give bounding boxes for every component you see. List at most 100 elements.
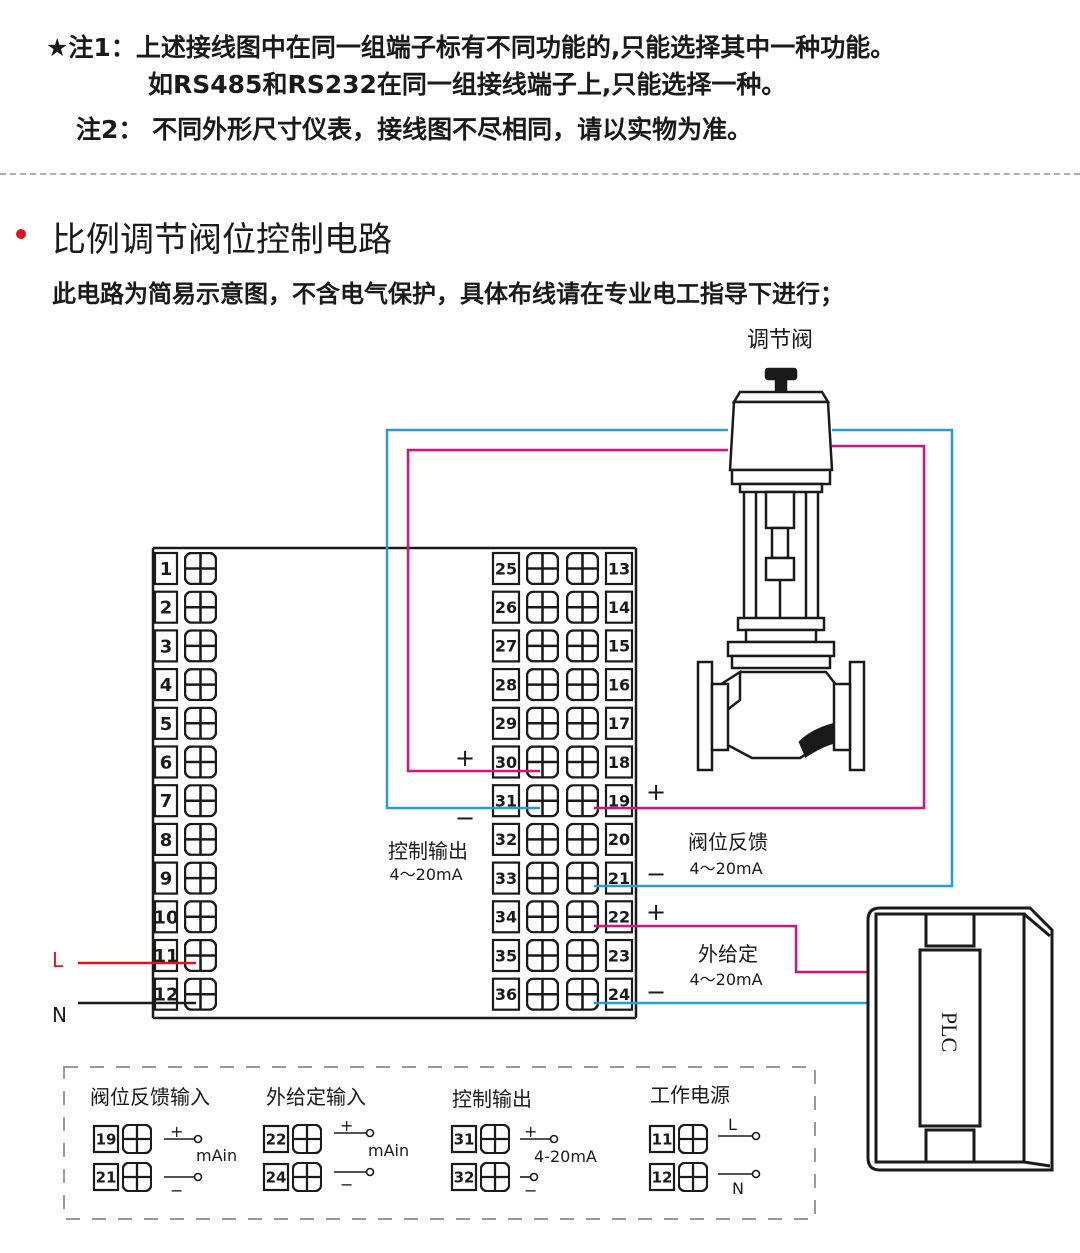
- terminal-32-label: 32: [495, 830, 517, 849]
- terminal-34-label: 34: [495, 908, 517, 927]
- terminal-4-label: 4: [160, 675, 173, 696]
- terminal-8-label: 8: [160, 830, 173, 851]
- terminal-36-screw-icon: [526, 977, 559, 1011]
- note-2-text: 不同外形尺寸仪表，接线图不尽相同，请以实物为准。: [152, 115, 753, 144]
- terminal-4-screw-icon: [184, 668, 217, 702]
- terminal-9-screw-icon: [184, 861, 217, 895]
- terminal-20-label: 20: [608, 830, 630, 849]
- terminal-19-label: 19: [608, 791, 630, 810]
- legend-feedback-bottom-label: 21: [96, 1168, 117, 1186]
- terminal-6-label: 6: [160, 752, 173, 773]
- terminal-13-screw-icon: [566, 552, 599, 585]
- terminal-17-screw-icon: [566, 706, 599, 740]
- plc-icon: [866, 906, 1054, 1172]
- legend-power-top-label: 11: [652, 1130, 673, 1148]
- setpoint-minus-sign: −: [646, 978, 666, 1006]
- legend-setpoint-title: 外给定输入: [266, 1085, 366, 1109]
- terminal-21-label: 21: [608, 869, 630, 888]
- terminal-10-screw-icon: [184, 900, 217, 934]
- terminal-22-label: 22: [608, 908, 630, 927]
- legend-power-bottom-screw-icon: [678, 1162, 708, 1192]
- terminal-23-screw-icon: [566, 939, 599, 972]
- control-output-neg-wire: [385, 428, 728, 810]
- legend-setpoint-unit: mAin: [368, 1141, 409, 1160]
- control-output-pos-wire: [406, 448, 728, 773]
- setpoint-plus-sign: +: [646, 898, 666, 926]
- terminal-15-label: 15: [608, 637, 630, 656]
- valve-label: 调节阀: [747, 328, 813, 353]
- terminal-13-label: 13: [608, 559, 630, 578]
- legend-control-title: 控制输出: [452, 1087, 532, 1111]
- valve-icon: [696, 367, 866, 772]
- note-1: ★注1：上述接线图中在同一组端子标有不同功能的,只能选择其中一种功能。: [46, 28, 895, 64]
- terminal-3-label: 3: [160, 636, 173, 657]
- terminal-28-label: 28: [495, 675, 517, 694]
- terminal-24-screw-icon: [566, 977, 599, 1011]
- legend-setpoint-top-label: 22: [266, 1130, 287, 1148]
- terminal-29-label: 29: [495, 714, 517, 733]
- terminal-16-screw-icon: [566, 668, 599, 702]
- terminal-23-label: 23: [608, 946, 630, 965]
- control-output-title: 控制输出: [388, 839, 468, 863]
- legend-power-title: 工作电源: [650, 1083, 730, 1107]
- legend-setpoint-top-screw-icon: [292, 1124, 322, 1154]
- legend-feedback-plus: +: [170, 1122, 183, 1141]
- plc-label: PLC: [937, 1012, 962, 1052]
- legend-control-minus: −: [524, 1181, 537, 1200]
- legend-feedback-unit: mAin: [196, 1146, 237, 1165]
- terminal-11-label: 11: [153, 946, 178, 967]
- terminal-18-screw-icon: [566, 745, 599, 779]
- terminal-12-screw-icon: [184, 977, 217, 1011]
- legend-setpoint-bottom-label: 24: [266, 1168, 287, 1186]
- terminal-36-label: 36: [495, 985, 517, 1004]
- terminal-11-screw-icon: [184, 939, 217, 972]
- feedback-neg-wire: [594, 428, 954, 888]
- legend-control-plus: +: [524, 1122, 537, 1141]
- terminal-1-screw-icon: [184, 552, 217, 585]
- feedback-title: 阀位反馈: [688, 830, 768, 854]
- terminal-15-screw-icon: [566, 629, 599, 663]
- terminal-2-screw-icon: [184, 590, 217, 624]
- terminal-35-label: 35: [495, 946, 517, 965]
- legend-feedback-top-screw-icon: [122, 1124, 152, 1154]
- terminal-8-screw-icon: [184, 822, 217, 856]
- terminal-30-screw-icon: [526, 745, 559, 779]
- legend-setpoint-plus: +: [340, 1116, 353, 1135]
- terminal-14-label: 14: [608, 598, 630, 617]
- wire-L-label: L: [52, 948, 64, 972]
- legend-setpoint-minus: −: [340, 1175, 353, 1194]
- terminal-29-screw-icon: [526, 706, 559, 740]
- setpoint-pos-wire: [594, 924, 872, 974]
- feedback-pos-wire: [594, 444, 926, 810]
- terminal-25-label: 25: [495, 559, 517, 578]
- note-2: 注2： 不同外形尺寸仪表，接线图不尽相同，请以实物为准。: [76, 110, 752, 146]
- terminal-5-screw-icon: [184, 706, 217, 740]
- terminal-34-screw-icon: [526, 900, 559, 934]
- terminal-26-label: 26: [495, 598, 517, 617]
- terminal-31-screw-icon: [526, 784, 559, 818]
- terminal-21-screw-icon: [566, 861, 599, 895]
- legend-control-top-screw-icon: [480, 1124, 510, 1154]
- terminal-30-label: 30: [495, 753, 517, 772]
- legend-setpoint-bottom-screw-icon: [292, 1162, 322, 1192]
- note-1-text: 上述接线图中在同一组端子标有不同功能的,只能选择其中一种功能。: [135, 33, 896, 62]
- terminal-2-label: 2: [160, 598, 173, 619]
- wire-N-label: N: [52, 1003, 67, 1027]
- legend-box: [63, 1066, 816, 1220]
- terminal-26-screw-icon: [526, 590, 559, 624]
- control-plus-sign: +: [455, 744, 475, 772]
- legend-control-top-label: 31: [454, 1130, 475, 1148]
- note-2-prefix: 注2：: [76, 115, 144, 144]
- terminal-22-screw-icon: [566, 900, 599, 934]
- terminal-35-screw-icon: [526, 939, 559, 972]
- terminal-16-label: 16: [608, 675, 630, 694]
- feedback-range: 4～20mA: [689, 859, 762, 878]
- terminal-9-label: 9: [160, 869, 173, 890]
- legend-power-L: L: [728, 1115, 737, 1134]
- terminal-1-label: 1: [160, 559, 173, 580]
- terminal-28-screw-icon: [526, 668, 559, 702]
- terminal-27-label: 27: [495, 637, 517, 656]
- legend-control-bottom-label: 32: [454, 1168, 475, 1186]
